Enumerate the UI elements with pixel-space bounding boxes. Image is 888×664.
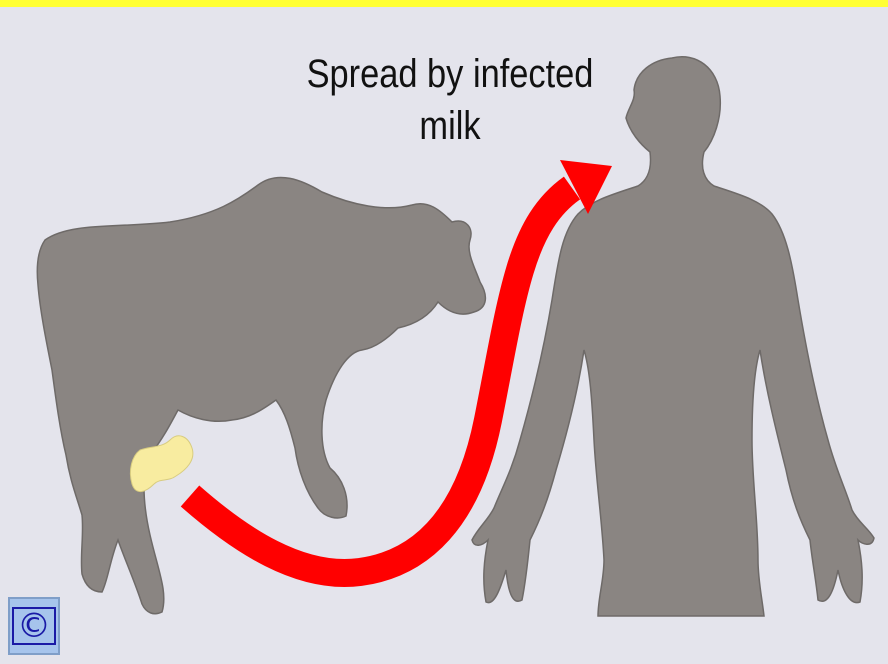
transmission-caption: Spread by infected milk [295, 48, 605, 152]
caption-line-1: Spread by infected [295, 48, 605, 100]
copyright-icon: © [12, 607, 56, 645]
caption-line-2: milk [295, 100, 605, 152]
copyright-badge[interactable]: © [8, 597, 60, 655]
